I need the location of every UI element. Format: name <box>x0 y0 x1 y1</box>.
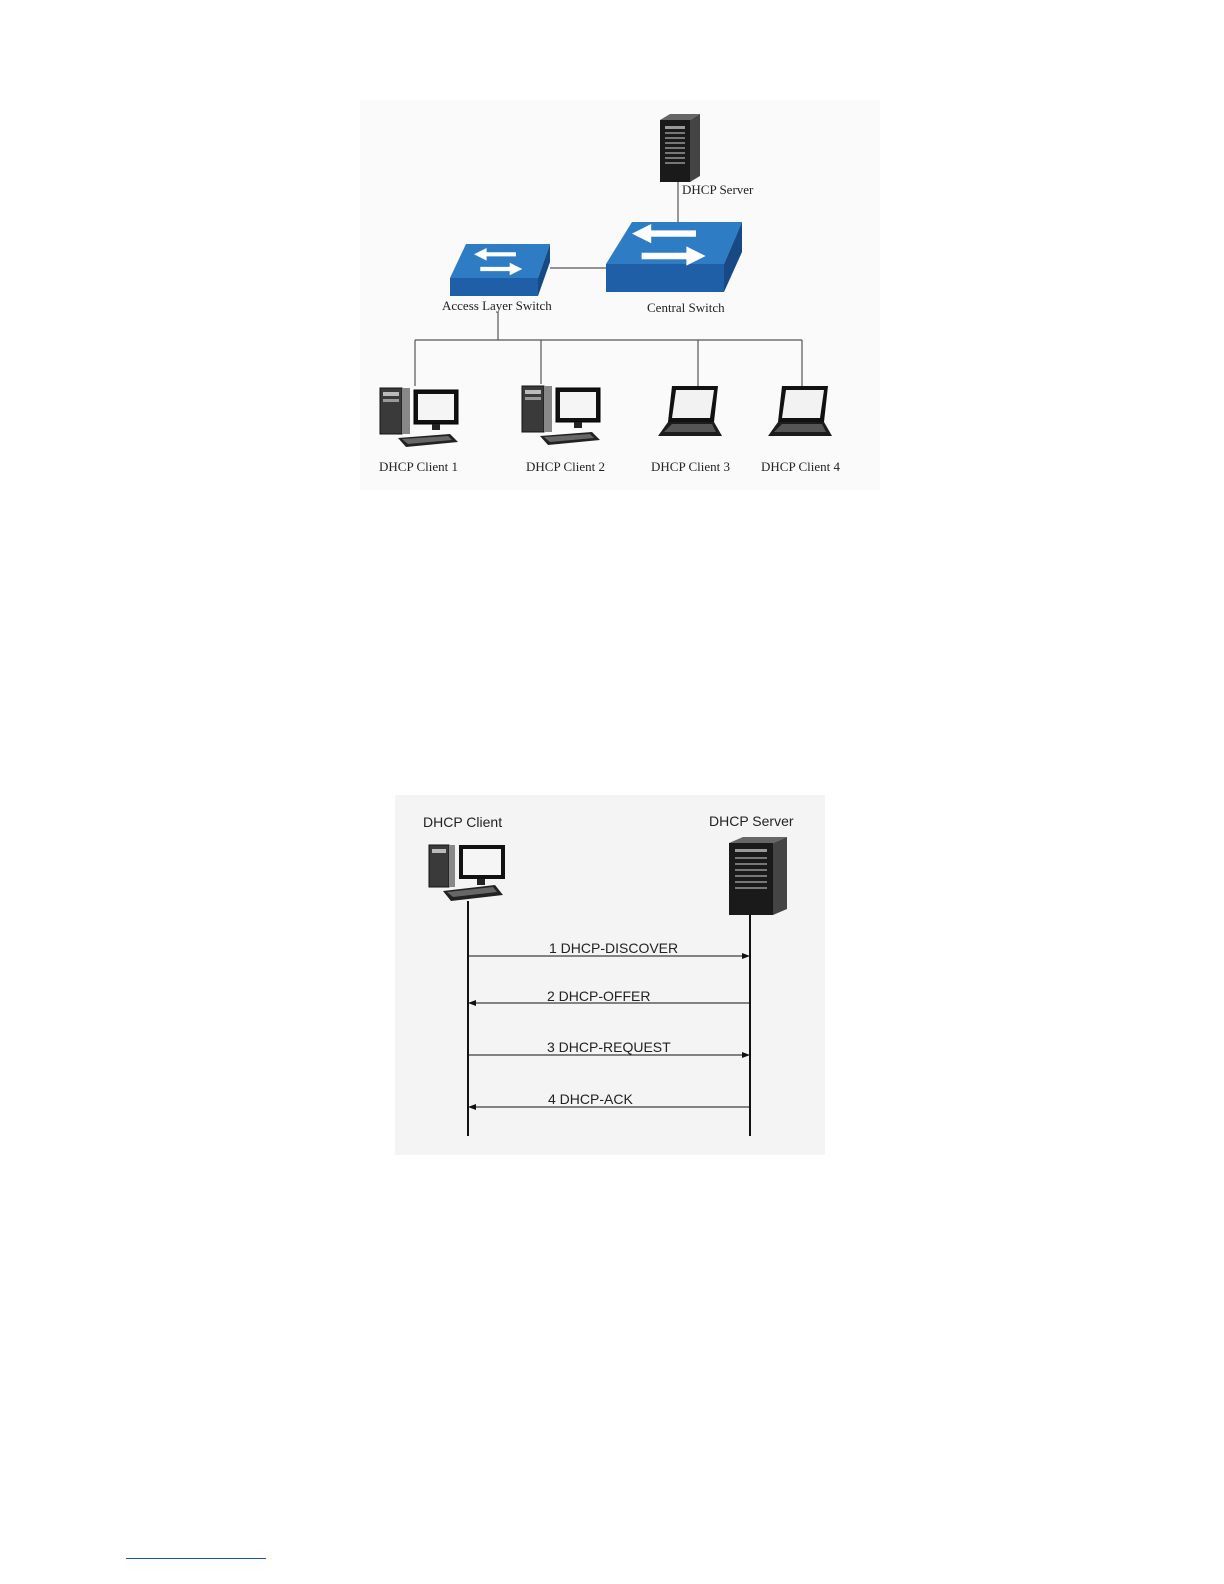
client-1-icon <box>380 388 458 447</box>
message-2-label: 2 DHCP-OFFER <box>547 988 650 1004</box>
client-3-icon <box>658 386 722 436</box>
client-2-label: DHCP Client 2 <box>526 459 605 475</box>
sequence-server-label: DHCP Server <box>709 813 794 829</box>
access-switch-label: Access Layer Switch <box>442 298 552 314</box>
message-1-label: 1 DHCP-DISCOVER <box>549 940 678 956</box>
message-3-label: 3 DHCP-REQUEST <box>547 1039 671 1055</box>
sequence-client-label: DHCP Client <box>423 814 502 830</box>
client-2-icon <box>522 386 600 445</box>
central-switch-icon <box>606 222 742 292</box>
server-label: DHCP Server <box>682 182 753 198</box>
client-4-label: DHCP Client 4 <box>761 459 840 475</box>
client-4-icon <box>768 386 832 436</box>
client-1-label: DHCP Client 1 <box>379 459 458 475</box>
topology-canvas <box>360 100 880 490</box>
sequence-server-icon <box>729 837 787 915</box>
dhcp-server-icon <box>660 114 700 182</box>
dhcp-sequence-diagram: DHCP Client DHCP Server 1 DHCP-DISCOVER … <box>395 795 825 1155</box>
dhcp-topology-diagram: DHCP Server Access Layer Switch Central … <box>360 100 880 490</box>
sequence-client-icon <box>429 845 505 901</box>
message-4-label: 4 DHCP-ACK <box>548 1091 633 1107</box>
client-3-label: DHCP Client 3 <box>651 459 730 475</box>
central-switch-label: Central Switch <box>647 300 725 316</box>
access-switch-icon <box>450 244 550 296</box>
footnote-rule <box>126 1558 266 1559</box>
